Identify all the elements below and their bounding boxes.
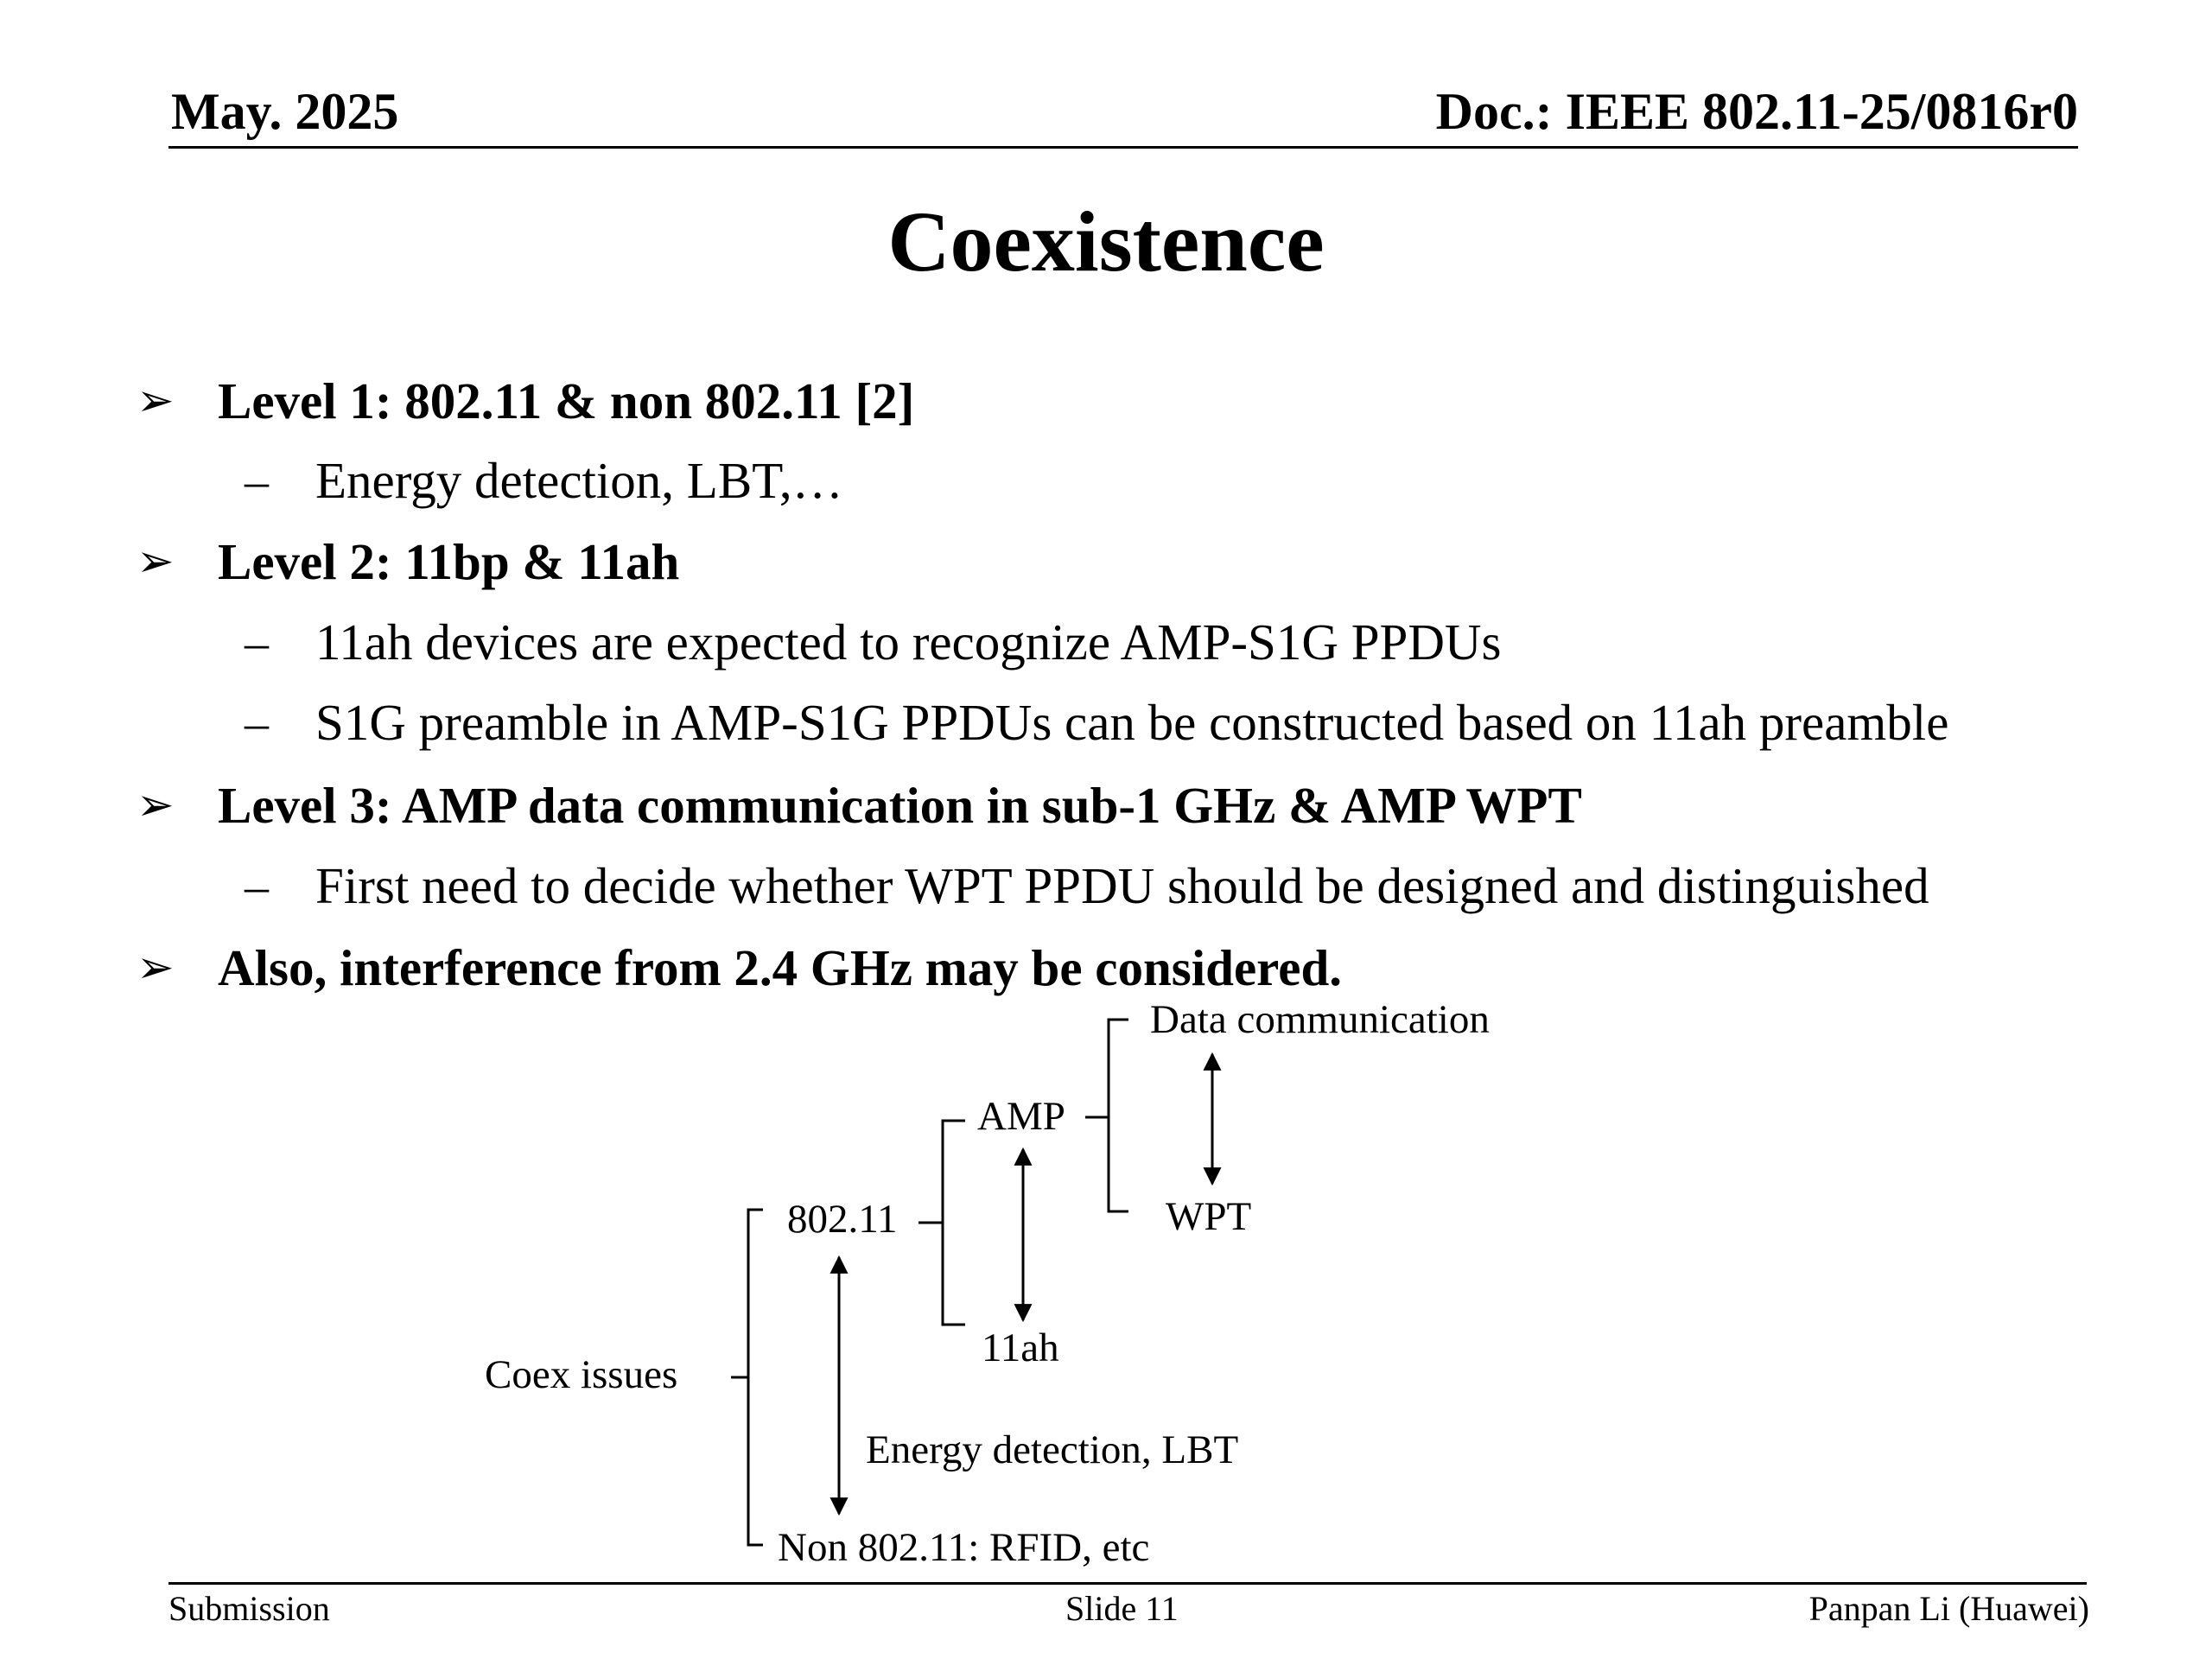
sub-marker: – (245, 454, 269, 508)
diagram-11ah-label: 11ah (982, 1325, 1059, 1370)
ieee-bracket (941, 1119, 965, 1326)
sub-marker: – (245, 696, 269, 750)
diagram-wpt-label: WPT (1166, 1194, 1252, 1239)
sub-marker: – (245, 616, 269, 670)
root-bracket (747, 1208, 763, 1547)
footer-submission: Submission (168, 1589, 330, 1628)
header-doc-id: Doc.: IEEE 802.11-25/0816r0 (1435, 83, 2078, 140)
diagram-amp-label: AMP (977, 1094, 1065, 1139)
header-date: May. 2025 (171, 83, 399, 140)
diagram-level1-note: Energy detection, LBT (866, 1427, 1239, 1472)
bullet-marker: ➢ (137, 377, 175, 426)
header-divider (168, 146, 2078, 149)
footer-divider (168, 1582, 2087, 1585)
bullet-level-3: Level 3: AMP data communication in sub-1… (218, 777, 1582, 834)
sub-marker: – (245, 860, 269, 913)
footer-slide-number: Slide 11 (1065, 1589, 1179, 1628)
bullet-level-1: Level 1: 802.11 & non 802.11 [2] (218, 372, 915, 429)
bullet-marker: ➢ (137, 944, 175, 993)
footer-author: Panpan Li (Huawei) (1808, 1589, 2089, 1628)
slide-title: Coexistence (887, 194, 1325, 289)
sub-bullet-level-1-1: Energy detection, LBT,… (315, 452, 843, 509)
amp-bracket (1107, 1018, 1128, 1213)
sub-bullet-level-2-1: 11ah devices are expected to recognize A… (315, 613, 1502, 671)
diagram-data-comm-label: Data communication (1150, 997, 1490, 1042)
diagram-802-11-label: 802.11 (787, 1197, 898, 1242)
diagram-root-label: Coex issues (485, 1352, 678, 1397)
bullet-level-2: Level 2: 11bp & 11ah (218, 533, 680, 590)
sub-bullet-level-2-2: S1G preamble in AMP-S1G PPDUs can be con… (315, 694, 1949, 751)
bullet-marker: ➢ (137, 537, 175, 587)
bullet-marker: ➢ (137, 781, 175, 830)
sub-bullet-level-3-1: First need to decide whether WPT PPDU sh… (315, 857, 1929, 914)
bullet-interference: Also, interference from 2.4 GHz may be c… (218, 939, 1343, 996)
diagram-non-802-11-label: Non 802.11: RFID, etc (778, 1525, 1150, 1570)
